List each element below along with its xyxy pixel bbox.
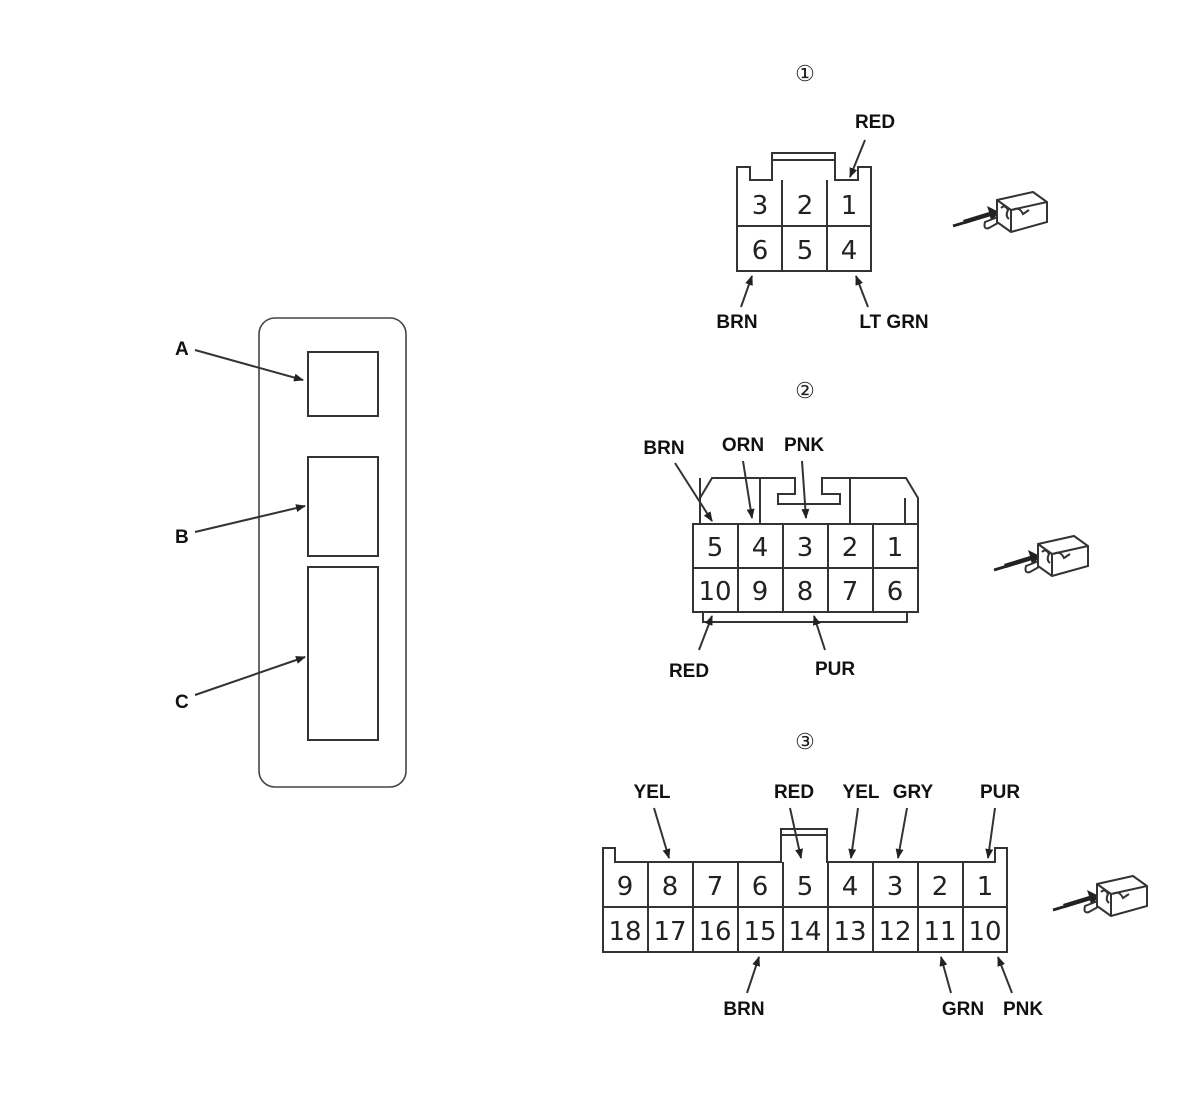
pin-label: 1 xyxy=(887,533,904,563)
wire-label: GRN xyxy=(942,999,984,1020)
wire-pointer xyxy=(653,807,671,859)
pin-label: 1 xyxy=(977,872,994,902)
pin-label: 8 xyxy=(662,872,679,902)
pin-label: 9 xyxy=(617,872,634,902)
pin-label: 11 xyxy=(923,917,956,947)
connector-2-guide xyxy=(759,478,906,524)
wire-pointer xyxy=(742,460,755,519)
terminal-side-icon xyxy=(951,190,1049,234)
pin-label: 8 xyxy=(797,577,814,607)
pin-label: 13 xyxy=(833,917,866,947)
wire-pointer xyxy=(895,807,908,859)
pin-label: 7 xyxy=(842,577,859,607)
wire-pointer xyxy=(997,956,1013,994)
wire-label: PNK xyxy=(1003,999,1043,1020)
pin-label: 2 xyxy=(797,191,814,221)
leader-b xyxy=(194,504,306,533)
wire-pointer xyxy=(985,807,996,859)
connector-1: ① 3 2 1 6 5 4 RED BRN LT GRN xyxy=(716,62,1049,333)
connector-1-housing xyxy=(736,152,872,272)
leader-c xyxy=(194,656,306,696)
wire-pointer xyxy=(855,275,869,308)
connector-2: ② 5 4 3 2 1 10 9 8 7 6 BRN ORN PNK RED P… xyxy=(643,379,1090,682)
pin-label: 4 xyxy=(841,236,858,266)
wire-pointer xyxy=(740,275,753,308)
connector-1-number: ① xyxy=(795,62,815,87)
pin-label: 12 xyxy=(878,917,911,947)
pin-label: 5 xyxy=(707,533,724,563)
pin-label: 16 xyxy=(698,917,731,947)
wire-pointer xyxy=(801,460,810,519)
wire-label: PUR xyxy=(815,659,855,680)
wire-pointer xyxy=(789,807,803,859)
pin-label: 10 xyxy=(698,577,731,607)
wire-label: YEL xyxy=(843,782,880,803)
wire-pointer xyxy=(674,462,713,522)
label-b: B xyxy=(175,527,189,548)
pin-label: 2 xyxy=(842,533,859,563)
pin-label: 3 xyxy=(887,872,904,902)
label-c: C xyxy=(175,692,189,713)
label-a: A xyxy=(175,339,189,360)
wire-label: YEL xyxy=(634,782,671,803)
pin-label: 5 xyxy=(797,236,814,266)
connector-3-number: ③ xyxy=(795,730,815,755)
pin-label: 6 xyxy=(752,236,769,266)
pin-label: 7 xyxy=(707,872,724,902)
wire-label: PUR xyxy=(980,782,1020,803)
pin-label: 3 xyxy=(797,533,814,563)
pin-label: 3 xyxy=(752,191,769,221)
connector-3: ③ 9 8 7 6 5 4 3 2 1 18 17 16 15 14 13 12… xyxy=(602,730,1149,1020)
wire-pointer xyxy=(698,615,713,651)
switch-a[interactable] xyxy=(307,351,379,417)
wire-pointer xyxy=(849,139,866,178)
pin-label: 17 xyxy=(653,917,686,947)
pin-label: 4 xyxy=(842,872,859,902)
switch-b[interactable] xyxy=(307,456,379,557)
wire-pointer xyxy=(939,956,952,994)
pin-label: 14 xyxy=(788,917,821,947)
wire-pointer xyxy=(812,615,826,651)
pin-label: 15 xyxy=(743,917,776,947)
wire-label: RED xyxy=(774,782,814,803)
wire-label: GRY xyxy=(893,782,934,803)
pin-label: 6 xyxy=(752,872,769,902)
wire-label: RED xyxy=(669,661,709,682)
wire-pointer xyxy=(746,956,760,994)
terminal-side-icon xyxy=(992,534,1090,578)
wire-label: PNK xyxy=(784,435,824,456)
pin-label: 4 xyxy=(752,533,769,563)
pin-label: 18 xyxy=(608,917,641,947)
switch-c[interactable] xyxy=(307,566,379,741)
pin-label: 10 xyxy=(968,917,1001,947)
wire-pointer xyxy=(848,807,859,859)
pin-label: 1 xyxy=(841,191,858,221)
connector-2-number: ② xyxy=(795,379,815,404)
pin-label: 6 xyxy=(887,577,904,607)
pin-label: 2 xyxy=(932,872,949,902)
wire-label: RED xyxy=(855,112,895,133)
wire-label: BRN xyxy=(643,438,684,459)
pin-label: 5 xyxy=(797,872,814,902)
wire-label: BRN xyxy=(723,999,764,1020)
pin-label: 9 xyxy=(752,577,769,607)
wire-label: LT GRN xyxy=(859,312,928,333)
terminal-side-icon xyxy=(1051,874,1149,918)
switch-panel: A B C xyxy=(175,317,407,788)
wire-label: ORN xyxy=(722,435,764,456)
wire-label: BRN xyxy=(716,312,757,333)
leader-a xyxy=(194,349,304,382)
